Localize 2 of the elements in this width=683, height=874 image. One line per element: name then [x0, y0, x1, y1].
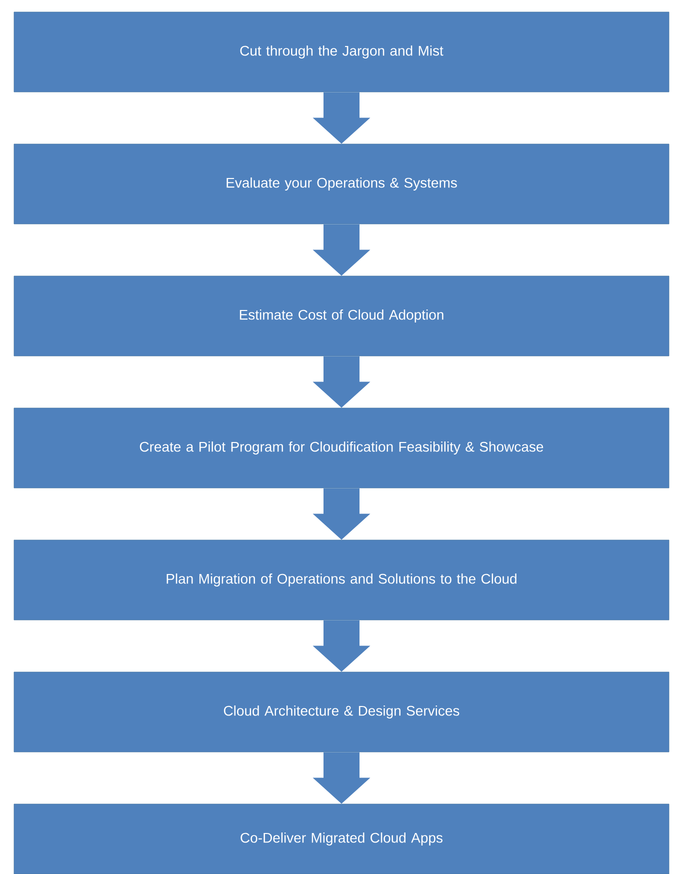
process-box: Co-Deliver Migrated Cloud Apps [14, 804, 670, 874]
process-box: Cut through the Jargon and Mist [14, 12, 670, 92]
